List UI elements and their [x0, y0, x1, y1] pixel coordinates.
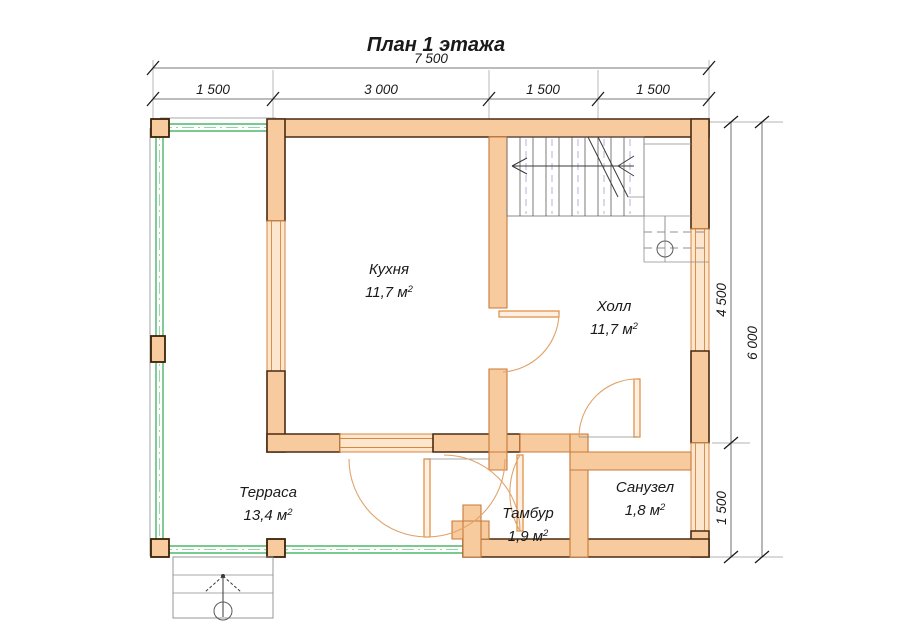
- partition-kitchen-hall-lower: [488, 368, 508, 453]
- right-dimension-group: 4 500 1 500 6 000: [700, 115, 783, 564]
- room-label-kitchen: Кухня 11,7 м2: [365, 261, 414, 301]
- room-area-terrace: 13,4 м2: [244, 507, 294, 524]
- building-walls: [266, 118, 710, 558]
- door-leaf-kitchen-hall: [498, 310, 560, 318]
- door-terrace-tambur: [348, 458, 506, 538]
- room-label-tambur: Тамбур 1,9 м2: [502, 505, 553, 545]
- dim-top-seg-4: 1 500: [636, 82, 670, 97]
- dim-top-total: 7 500: [414, 51, 448, 66]
- door-bathroom: [578, 378, 641, 438]
- room-area-tambur: 1,9 м2: [508, 528, 549, 545]
- door-hall-tambur: [443, 454, 524, 532]
- terrace-posts: [150, 118, 286, 558]
- dim-right-seg-1: 4 500: [714, 283, 729, 317]
- post-bottom-right: [266, 538, 286, 558]
- post-mid-left: [150, 335, 166, 363]
- room-label-hall: Холл 11,7 м2: [590, 298, 639, 338]
- post-bottom-left: [150, 538, 170, 558]
- door-kitchen-hall: [498, 310, 560, 373]
- wall-kitchen-bottom-left: [266, 433, 341, 453]
- partition-tambur-bathroom: [569, 469, 589, 558]
- room-label-bathroom: Санузел 1,8 м2: [616, 479, 675, 519]
- wall-top-exterior: [275, 118, 710, 138]
- room-name-tambur: Тамбур: [502, 505, 553, 522]
- post-top-left: [150, 118, 170, 138]
- room-name-bathroom: Санузел: [616, 479, 675, 496]
- plan-title: План 1 этажа: [367, 34, 505, 56]
- room-area-hall: 11,7 м2: [590, 321, 639, 338]
- door-leaf-bathroom: [633, 378, 641, 438]
- door-leaf-terrace-tambur: [423, 458, 431, 538]
- room-name-hall: Холл: [596, 298, 632, 315]
- room-name-terrace: Терраса: [239, 484, 297, 501]
- dim-top-seg-1: 1 500: [196, 82, 230, 97]
- room-name-kitchen: Кухня: [369, 261, 409, 278]
- window-right-upper: [690, 228, 710, 352]
- level-marker-entrance: [213, 601, 233, 621]
- window-right-lower: [690, 442, 710, 532]
- dim-right-seg-2: 1 500: [714, 491, 729, 525]
- staircase: [506, 136, 709, 263]
- window-kitchen-left: [266, 220, 286, 372]
- partition-kitchen-hall-upper: [488, 136, 508, 309]
- dim-top-seg-2: 3 000: [364, 82, 398, 97]
- dim-right-total: 6 000: [745, 326, 760, 360]
- wall-right-mid: [690, 350, 710, 444]
- room-area-bathroom: 1,8 м2: [625, 502, 666, 519]
- partition-tambur-vertical: [488, 451, 508, 471]
- partition-bathroom-top: [569, 451, 692, 471]
- wall-kitchen-left-upper: [266, 118, 286, 222]
- room-label-terrace: Терраса 13,4 м2: [239, 484, 297, 524]
- wall-right-upper: [690, 118, 710, 230]
- dim-top-seg-3: 1 500: [526, 82, 560, 97]
- entrance-steps: [172, 556, 274, 621]
- terrace-railing: [149, 117, 463, 556]
- top-dimension-group: 7 500 1 500 3 000 1 500 1 500: [146, 51, 716, 122]
- room-area-kitchen: 11,7 м2: [365, 284, 414, 301]
- window-kitchen-bottom: [339, 433, 434, 453]
